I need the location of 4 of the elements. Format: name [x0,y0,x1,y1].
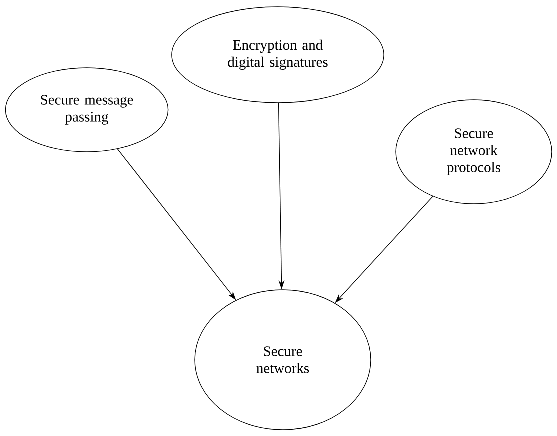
ellipse-node: Secure networks [194,290,372,430]
ellipse-node: Encryption and digital signatures [172,6,384,104]
ellipse-node: Secure message passing [5,68,169,152]
ellipse-node: Secure network protocols [396,100,552,204]
